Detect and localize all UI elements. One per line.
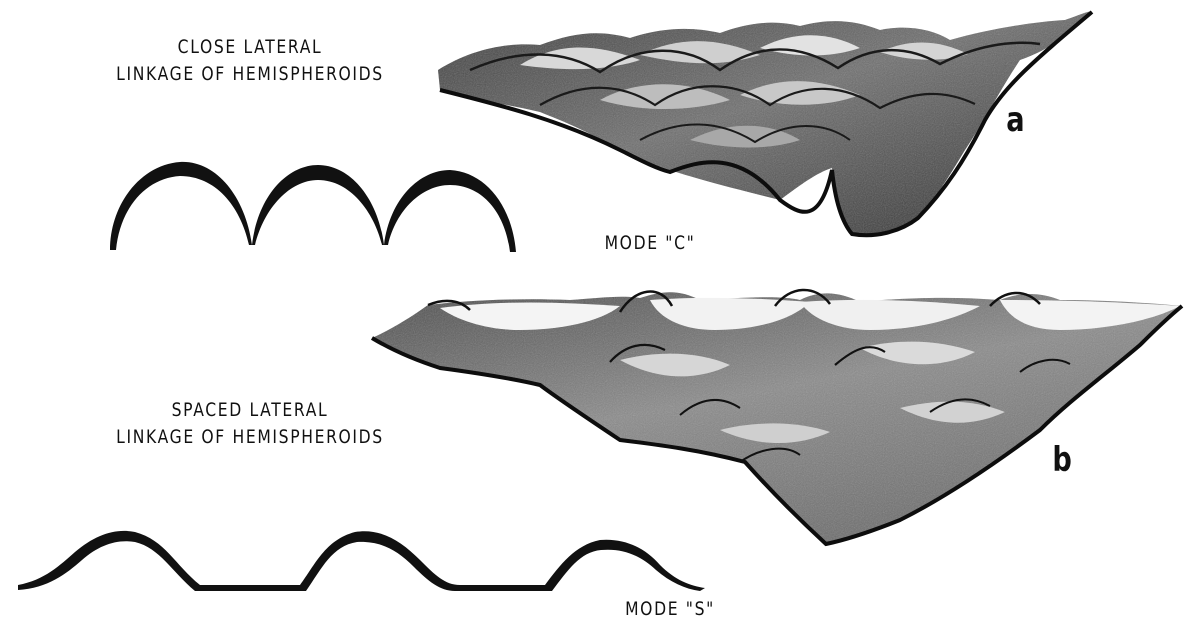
spaced-linkage-label: SPACED LATERAL LINKAGE OF HEMISPHEROIDS [111,397,390,451]
mode-s-label: MODE "S" [604,596,735,623]
mode-s-profile [18,531,705,591]
spaced-linkage-line2: LINKAGE OF HEMISPHEROIDS [111,424,390,451]
close-linkage-label: CLOSE LATERAL LINKAGE OF HEMISPHEROIDS [111,34,390,88]
mode-c-profile [110,162,516,252]
spaced-linkage-line1: SPACED LATERAL [111,397,390,424]
figure-letter-a: a [1006,100,1024,140]
close-linkage-line1: CLOSE LATERAL [111,34,390,61]
mode-c-label: MODE "C" [584,230,715,257]
surface-a-illustration [438,12,1092,236]
surface-b-illustration [372,290,1182,544]
close-linkage-line2: LINKAGE OF HEMISPHEROIDS [111,61,390,88]
figure-letter-b: b [1052,440,1071,480]
